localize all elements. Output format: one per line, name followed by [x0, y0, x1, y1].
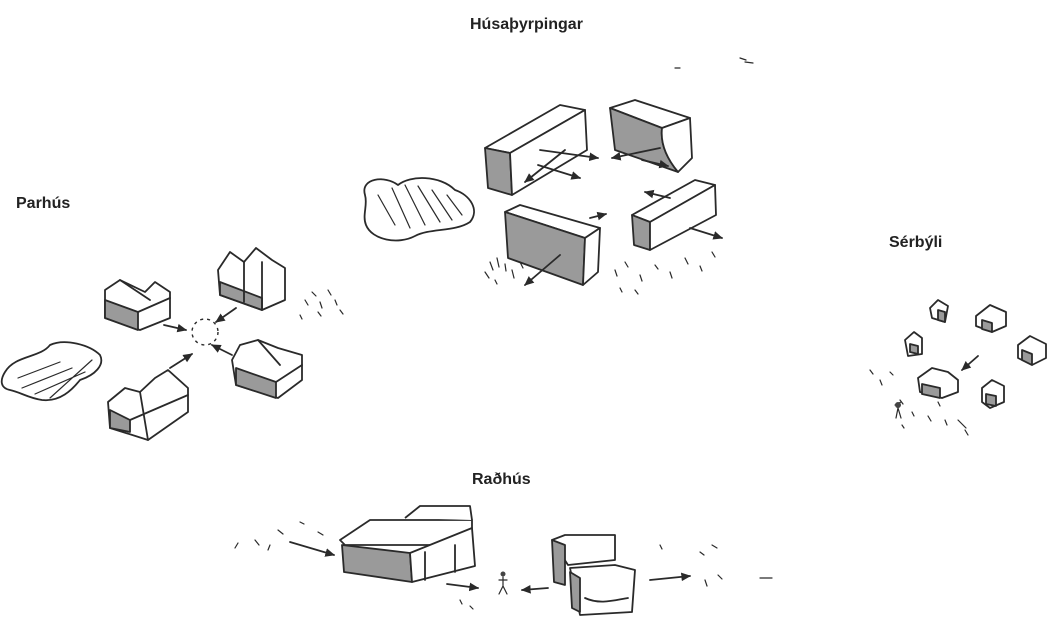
cluster-sketch-right [870, 300, 1046, 435]
rowhouse-bottom-right [552, 535, 635, 615]
building-left-4 [108, 370, 188, 440]
cluster-sketch-bottom [235, 506, 772, 615]
person-figure [499, 572, 507, 595]
cluster-sketch-top [364, 58, 753, 294]
pond-top [364, 178, 474, 240]
pond-left [2, 342, 102, 400]
building-top-4 [632, 180, 716, 250]
building-top-1 [485, 105, 587, 195]
house-right-1 [930, 300, 948, 322]
rowhouse-bottom-left [340, 506, 475, 582]
building-left-1 [105, 280, 170, 330]
building-left-2 [218, 248, 285, 310]
building-top-3 [505, 205, 600, 285]
house-right-2 [976, 305, 1006, 332]
house-right-4 [905, 332, 922, 356]
house-right-5 [918, 368, 958, 398]
house-right-6 [982, 380, 1004, 408]
house-right-3 [1018, 336, 1046, 365]
cluster-sketch-left [2, 248, 343, 440]
building-left-3 [232, 340, 302, 398]
